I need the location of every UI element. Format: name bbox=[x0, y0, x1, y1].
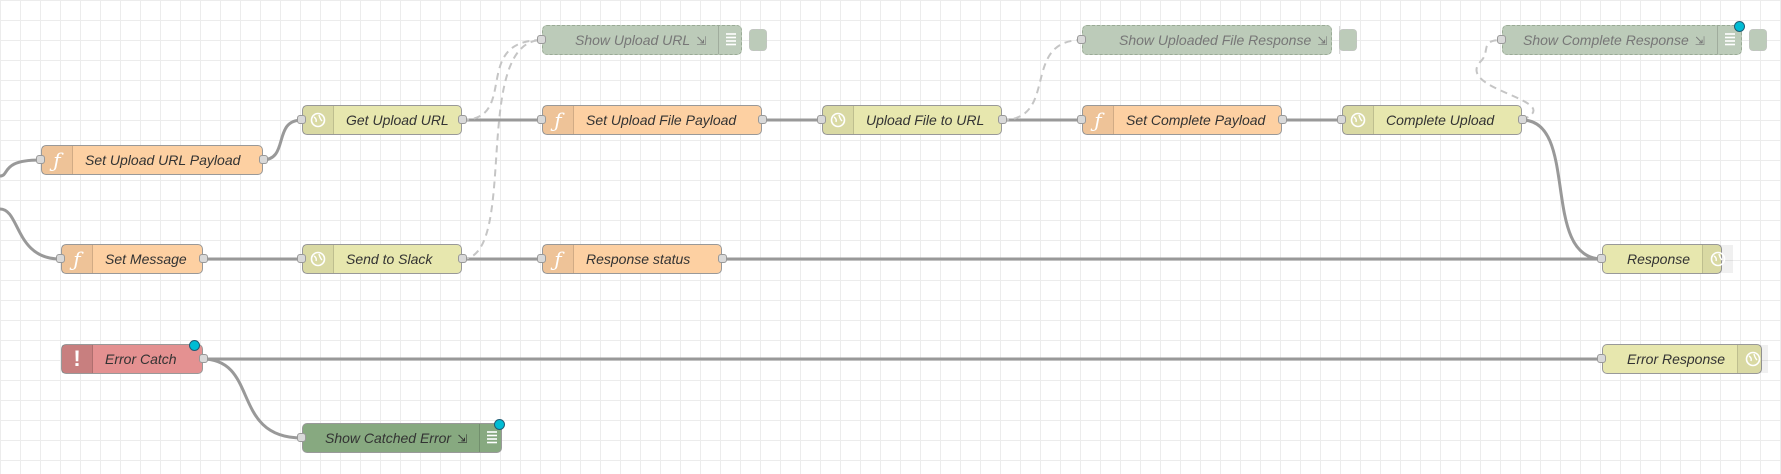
show-complete-response-node[interactable]: Show Complete Response⇲ bbox=[1497, 21, 1767, 55]
node-label: Set Upload File Payload bbox=[586, 112, 737, 128]
wire bbox=[261, 118, 303, 162]
input-port[interactable] bbox=[1077, 35, 1086, 44]
wire bbox=[1521, 118, 1603, 261]
debug-toggle-button[interactable] bbox=[749, 29, 767, 51]
list-icon bbox=[479, 424, 504, 452]
input-port[interactable] bbox=[537, 115, 546, 124]
output-port[interactable] bbox=[199, 354, 208, 363]
node-label: Send to Slack bbox=[346, 251, 433, 267]
get-upload-url-node[interactable]: Get Upload URL bbox=[297, 105, 467, 135]
input-port[interactable] bbox=[1497, 35, 1506, 44]
output-port[interactable] bbox=[1518, 115, 1527, 124]
node-label: Get Upload URL bbox=[346, 112, 449, 128]
show-uploaded-file-response-node[interactable]: Show Uploaded File Response⇲ bbox=[1077, 25, 1358, 55]
arrow-icon: ⇲ bbox=[1694, 34, 1705, 48]
node-label: Show Uploaded File Response⇲ bbox=[1119, 32, 1328, 48]
wire bbox=[201, 357, 303, 440]
node-label: Set Complete Payload bbox=[1126, 112, 1266, 128]
input-port[interactable] bbox=[817, 115, 826, 124]
response-node[interactable]: Response bbox=[1597, 244, 1734, 274]
set-upload-url-payload-node[interactable]: ƒ Set Upload URL Payload bbox=[36, 145, 268, 175]
node-label: Response status bbox=[586, 251, 691, 267]
upload-file-to-url-node[interactable]: Upload File to URL bbox=[817, 105, 1007, 135]
arrow-icon: ⇲ bbox=[696, 34, 707, 48]
node-label: Complete Upload bbox=[1386, 112, 1495, 128]
output-port[interactable] bbox=[199, 254, 208, 263]
status-dot bbox=[189, 340, 200, 351]
function-icon: ƒ bbox=[42, 146, 73, 174]
output-port[interactable] bbox=[1278, 115, 1287, 124]
node-label: Show Upload URL⇲ bbox=[575, 32, 707, 48]
set-message-node[interactable]: ƒ Set Message bbox=[56, 244, 208, 274]
function-icon: ƒ bbox=[1083, 106, 1114, 134]
globe-icon bbox=[303, 245, 334, 273]
error-catch-node[interactable]: ! Error Catch bbox=[61, 340, 208, 374]
node-label: Response bbox=[1627, 251, 1691, 267]
wire-disabled bbox=[461, 39, 543, 121]
list-icon bbox=[1716, 26, 1742, 54]
output-port[interactable] bbox=[718, 254, 727, 263]
wire bbox=[0, 207, 61, 261]
input-port[interactable] bbox=[56, 254, 65, 263]
output-port[interactable] bbox=[458, 115, 467, 124]
input-port[interactable] bbox=[1597, 354, 1606, 363]
output-port[interactable] bbox=[758, 115, 767, 124]
status-dot bbox=[1734, 21, 1745, 32]
input-port[interactable] bbox=[537, 254, 546, 263]
set-complete-payload-node[interactable]: ƒ Set Complete Payload bbox=[1077, 105, 1287, 135]
node-label: Error Catch bbox=[105, 351, 177, 367]
globe-icon bbox=[1343, 106, 1374, 134]
show-upload-url-node[interactable]: Show Upload URL⇲ bbox=[537, 25, 767, 55]
wire-disabled bbox=[461, 39, 543, 260]
set-upload-file-payload-node[interactable]: ƒ Set Upload File Payload bbox=[537, 105, 767, 135]
error-response-node[interactable]: Error Response bbox=[1597, 344, 1769, 374]
node-label: Show Complete Response⇲ bbox=[1523, 32, 1705, 48]
function-icon: ƒ bbox=[543, 245, 574, 273]
complete-upload-node[interactable]: Complete Upload bbox=[1337, 105, 1527, 135]
wire bbox=[0, 158, 41, 178]
globe-icon bbox=[1737, 345, 1769, 373]
node-label: Set Message bbox=[105, 251, 187, 267]
function-icon: ƒ bbox=[543, 106, 574, 134]
debug-toggle-button[interactable] bbox=[1339, 29, 1357, 51]
output-port[interactable] bbox=[998, 115, 1007, 124]
alert-icon: ! bbox=[62, 345, 93, 373]
globe-icon bbox=[1702, 245, 1734, 273]
input-port[interactable] bbox=[297, 115, 306, 124]
node-label: Upload File to URL bbox=[866, 112, 985, 128]
output-port[interactable] bbox=[259, 155, 268, 164]
globe-icon bbox=[823, 106, 854, 134]
input-port[interactable] bbox=[1597, 254, 1606, 263]
input-port[interactable] bbox=[297, 254, 306, 263]
node-label: Set Upload URL Payload bbox=[85, 152, 241, 168]
debug-toggle-button[interactable] bbox=[1749, 29, 1767, 51]
output-port[interactable] bbox=[458, 254, 467, 263]
input-port[interactable] bbox=[1077, 115, 1086, 124]
status-dot bbox=[494, 419, 505, 430]
arrow-icon: ⇲ bbox=[1317, 34, 1328, 48]
input-port[interactable] bbox=[1337, 115, 1346, 124]
show-catched-error-node[interactable]: Show Catched Error⇲ bbox=[297, 419, 505, 453]
function-icon: ƒ bbox=[62, 245, 93, 273]
send-to-slack-node[interactable]: Send to Slack bbox=[297, 244, 467, 274]
input-port[interactable] bbox=[537, 35, 546, 44]
input-port[interactable] bbox=[297, 433, 306, 442]
arrow-icon: ⇲ bbox=[457, 432, 468, 446]
node-label: Show Catched Error⇲ bbox=[325, 430, 468, 446]
globe-icon bbox=[303, 106, 334, 134]
input-port[interactable] bbox=[36, 155, 45, 164]
node-label: Error Response bbox=[1627, 351, 1726, 367]
wire-disabled bbox=[1001, 39, 1083, 121]
response-status-node[interactable]: ƒ Response status bbox=[537, 244, 727, 274]
list-icon bbox=[718, 26, 743, 54]
